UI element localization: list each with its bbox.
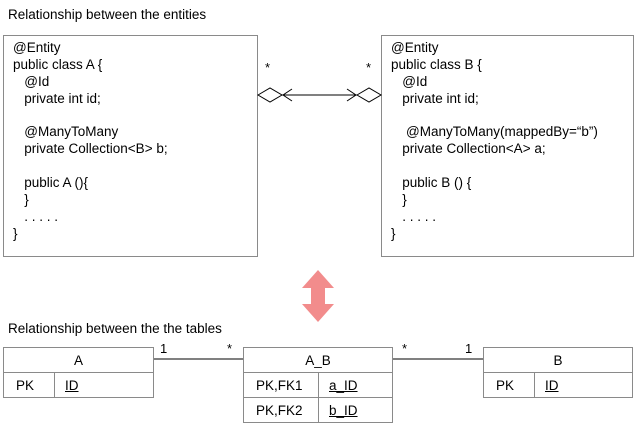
entity-b-code-line: }	[391, 225, 396, 241]
table-b-key: PK	[483, 372, 535, 398]
arrowhead-left	[282, 88, 293, 102]
entity-b-code-line: private int id;	[391, 90, 479, 106]
entity-a-code-line: private int id;	[13, 90, 101, 106]
entity-b-code-line: }	[391, 192, 407, 208]
table-ab-key-2: PK,FK2	[243, 397, 319, 423]
entity-a-code-line: @ManyToMany	[13, 124, 119, 140]
table-a-multiplicity: 1	[160, 341, 168, 356]
table-b-name: B	[483, 347, 633, 373]
entity-a-code-line: . . . . .	[13, 208, 59, 224]
arrowhead-right	[346, 88, 357, 102]
entity-a-code-line: @Id	[13, 73, 50, 89]
entity-a-code-line: private Collection<B> b;	[13, 141, 168, 157]
entity-b-code-line: @Id	[391, 73, 428, 89]
bidirectional-mapping-arrow	[302, 270, 334, 322]
entity-b-code-line: public B () {	[391, 175, 472, 191]
entities-heading: Relationship between the entities	[8, 7, 207, 22]
table-ab-name: A_B	[243, 347, 393, 373]
table-ab: A_B PK,FK1 a_ID PK,FK2 b_ID	[243, 347, 393, 423]
table-ab-key-1: PK,FK1	[243, 372, 319, 398]
table-a: A PK ID	[3, 347, 154, 398]
entity-a-code-line: @Entity	[13, 40, 61, 55]
entity-b-code-line: public class B {	[391, 56, 482, 72]
entity-a-code-line: }	[13, 225, 18, 241]
tables-heading: Relationship between the the tables	[8, 321, 222, 336]
table-a-column: ID	[54, 372, 154, 398]
table-a-name: A	[3, 347, 154, 373]
entity-a-code-line: public class A {	[13, 56, 103, 72]
aggregation-diamond-right	[356, 87, 382, 103]
table-b-multiplicity: 1	[465, 341, 473, 356]
table-ab-left-multiplicity: *	[227, 341, 233, 356]
entity-b-multiplicity: *	[366, 60, 372, 75]
aggregation-diamond-left	[257, 87, 283, 103]
table-a-key: PK	[3, 372, 55, 398]
table-ab-right-multiplicity: *	[402, 341, 408, 356]
table-ab-column-2: b_ID	[318, 397, 393, 423]
entity-b-code-line: @Entity	[391, 40, 439, 55]
entity-b-code-line: . . . . .	[391, 208, 437, 224]
entity-b-code-line: private Collection<A> a;	[391, 141, 546, 157]
table-ab-column-1: a_ID	[318, 372, 393, 398]
table-b: B PK ID	[483, 347, 633, 398]
entity-a-code-line: public A (){	[13, 175, 89, 191]
entity-a-multiplicity: *	[265, 60, 271, 75]
entity-a-code-line: }	[13, 192, 29, 208]
entity-b-code-line: @ManyToMany(mappedBy=“b”)	[391, 124, 598, 140]
table-b-column: ID	[534, 372, 633, 398]
